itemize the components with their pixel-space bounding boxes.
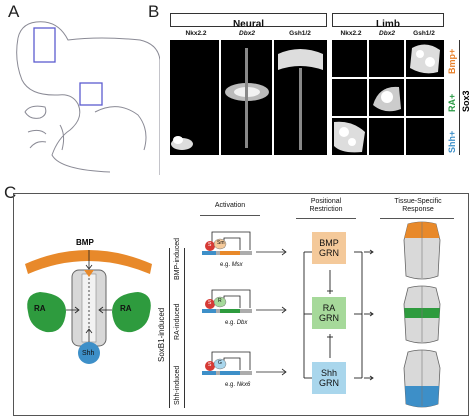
row-label-bmp-plus: + — [447, 48, 457, 54]
eg-nkx6-gene: Nkx6 — [236, 382, 251, 388]
neural-title: Neural — [232, 19, 265, 30]
col-positional: Positional Restriction — [309, 198, 343, 213]
panel-a-letter: A — [8, 2, 20, 21]
mini-r: R — [218, 298, 222, 304]
limb-header: Limb — [332, 13, 444, 30]
limb-tile-bmp-nkx — [332, 40, 367, 77]
grn-bmp-bottom: GRN — [319, 248, 339, 258]
mini-s-3: S — [208, 362, 212, 368]
shh-circle — [78, 342, 100, 364]
row-label-shh: Shh+ — [447, 131, 457, 153]
bmp-label: BMP — [76, 238, 94, 247]
row-label-bmp-text: Bmp — [447, 54, 457, 74]
ra-right-blob — [112, 292, 151, 333]
row-label-bmp-induced: BMP-induced — [174, 237, 181, 280]
grn-ra-bottom: GRN — [319, 313, 339, 323]
grn-shh: Shh GRN — [312, 362, 346, 394]
ra-left-label: RA — [34, 304, 46, 313]
limb-box — [79, 82, 103, 106]
neural-tile-nkx — [170, 40, 219, 155]
row-label-ra-induced: RA-induced — [174, 303, 181, 340]
grn-shh-bottom: GRN — [319, 378, 339, 388]
limb-col-nkx: Nkx2.2 — [340, 30, 362, 37]
grn-connectors — [303, 249, 374, 381]
grn-bmp-top: BMP — [319, 238, 339, 248]
mini-g: G — [218, 360, 222, 366]
neural-col-gsh: Gsh1/2 — [289, 30, 311, 37]
row-label-shh-induced: Shh-induced — [174, 365, 181, 405]
mini-s-2: S — [208, 300, 212, 306]
embryo-section-drawing — [16, 21, 160, 175]
grn-shh-top: Shh — [320, 368, 337, 378]
neural-tile-dbx — [221, 40, 272, 155]
soxb1-bracket — [169, 248, 170, 408]
row-bracket — [184, 248, 185, 408]
row-label-shh-plus: + — [447, 130, 457, 136]
mini-sm: Sm — [217, 240, 225, 246]
sox3-bracket — [459, 40, 460, 155]
eg-nkx6: e.g. Nkx6 — [225, 382, 250, 388]
grn-ra: RA GRN — [312, 297, 346, 329]
neural-tube-schematic — [25, 250, 152, 364]
panel-c-frame — [13, 193, 469, 416]
eg-msx-prefix: e.g. — [220, 262, 231, 268]
soxb1-label: SoxB1-induced — [157, 307, 166, 362]
limb-tile-shh-nkx — [332, 118, 367, 155]
activation-schematics — [202, 231, 287, 376]
bmp-band — [25, 250, 152, 274]
panel-b-letter: B — [148, 2, 160, 21]
neural-tile-gsh — [274, 40, 327, 155]
eg-msx: e.g. Msx — [220, 262, 243, 268]
ra-right-label: RA — [120, 304, 132, 313]
grn-ra-top: RA — [322, 303, 336, 313]
limb-tile-bmp-dbx — [369, 40, 404, 77]
tissue-response-tubes — [403, 221, 441, 408]
shh-label: Shh — [82, 350, 95, 357]
limb-title: Limb — [376, 19, 400, 30]
neural-col-nkx: Nkx2.2 — [185, 30, 207, 37]
row-label-bmp: Bmp+ — [447, 49, 457, 74]
limb-tile-shh-dbx — [369, 118, 404, 155]
eg-dbx-prefix: e.g. — [225, 320, 236, 326]
col-tissue: Tissue-Specific Response — [394, 198, 442, 213]
eg-dbx: e.g. Dbx — [225, 320, 247, 326]
ra-left-blob — [27, 292, 66, 333]
limb-col-dbx: Dbx2 — [379, 30, 395, 37]
row-label-ra-plus: + — [447, 93, 457, 99]
limb-tile-ra-gsh — [406, 79, 444, 116]
mini-s-1: S — [208, 242, 212, 248]
limb-col-gsh: Gsh1/2 — [413, 30, 435, 37]
grn-bmp: BMP GRN — [312, 232, 346, 264]
neural-box — [33, 27, 56, 63]
eg-dbx-gene: Dbx — [236, 320, 248, 326]
row-label-ra: RA+ — [447, 94, 457, 112]
limb-tile-ra-nkx — [332, 79, 367, 116]
limb-tile-ra-dbx — [369, 79, 404, 116]
row-label-shh-text: Shh — [447, 136, 457, 153]
eg-nkx6-prefix: e.g. — [225, 382, 236, 388]
neural-col-dbx: Dbx2 — [239, 30, 255, 37]
row-label-ra-text: RA — [447, 99, 457, 112]
limb-tile-shh-gsh — [406, 118, 444, 155]
eg-msx-gene: Msx — [231, 262, 243, 268]
sox3-label: Sox3 — [461, 90, 471, 112]
neural-header: Neural — [170, 13, 327, 30]
limb-tile-bmp-gsh — [406, 40, 444, 77]
col-activation: Activation — [214, 202, 246, 209]
